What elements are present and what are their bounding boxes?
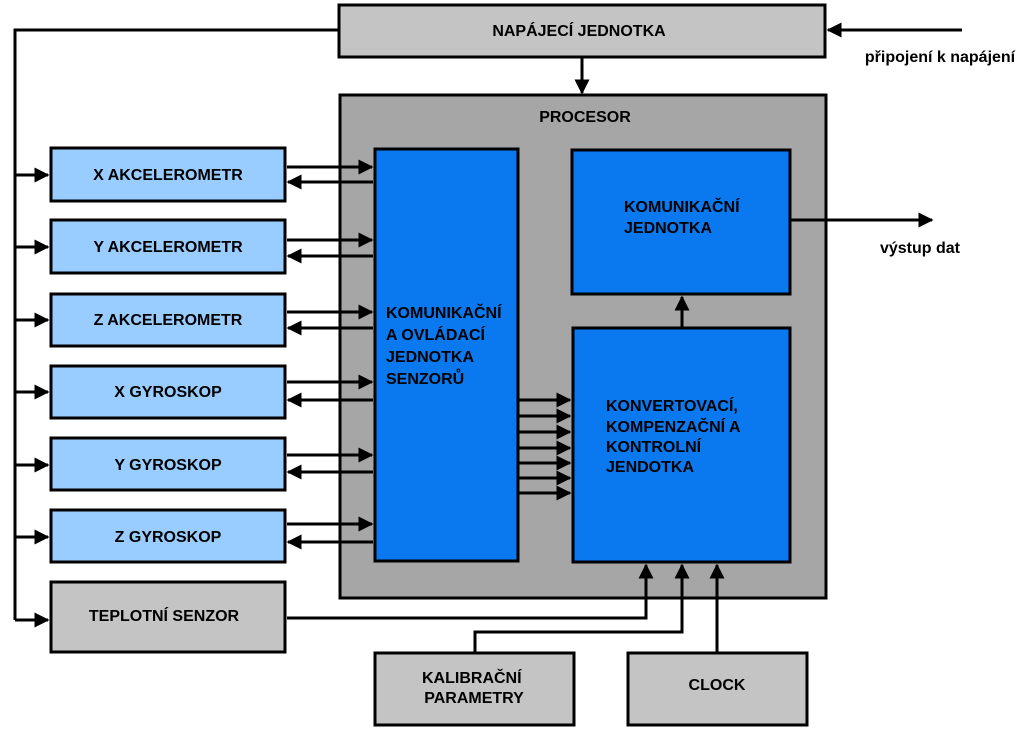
communication-unit-box [570,148,792,296]
sensor-box-x-accelerometer [49,146,287,203]
sensor-label: Z GYROSKOP [115,529,222,546]
data-output-label: výstup dat [880,240,961,257]
temperature-sensor-label: TEPLOTNÍ SENZOR [89,606,240,625]
sensor-box-x-gyroscope [49,364,287,420]
conversion-unit-box [571,326,792,564]
clock-label: CLOCK [689,677,746,694]
power-unit-label: NAPÁJECÍ JEDNOTKA [492,21,666,40]
sensor-label: Z AKCELEROMETR [94,312,243,329]
processor-label: PROCESOR [539,109,631,126]
calibration-label: KALIBRAČNÍ PARAMETRY [422,668,526,707]
temperature-sensor-box [49,580,287,654]
conversion-unit-label: KONVERTOVACÍ, KOMPENZAČNÍ A KONTROLNÍ JE… [606,396,744,476]
sensor-box-z-accelerometer [49,292,287,348]
output-lines [674,212,934,327]
communication-unit-label: KOMUNIKAČNÍ JEDNOTKA [624,197,744,237]
calibration-box [373,651,576,727]
control-inputs [287,563,725,652]
power-unit-box [337,3,827,59]
sensor-unit-box [373,147,520,563]
sensor-links [286,159,374,550]
sensor-label: X AKCELEROMETR [93,167,243,184]
sensor-box-z-gyroscope [49,508,287,564]
sensor-label: X GYROSKOP [114,384,222,401]
sensor-label: Y GYROSKOP [114,457,222,474]
clock-box [626,651,809,727]
sensor-box-y-gyroscope [49,436,287,492]
data-bus [519,392,572,501]
sensor-label: Y AKCELEROMETR [93,239,243,256]
sensor-list: X AKCELEROMETR Y AKCELEROMETR Z AKCELERO… [49,146,287,654]
power-lines [13,22,962,628]
sensor-box-y-accelerometer [49,218,287,275]
sensor-unit-label: KOMUNIKAČNÍ A OVLÁDACÍ JEDNOTKA SENZORŮ [386,303,506,388]
power-input-label: připojení k napájení [865,49,1016,66]
